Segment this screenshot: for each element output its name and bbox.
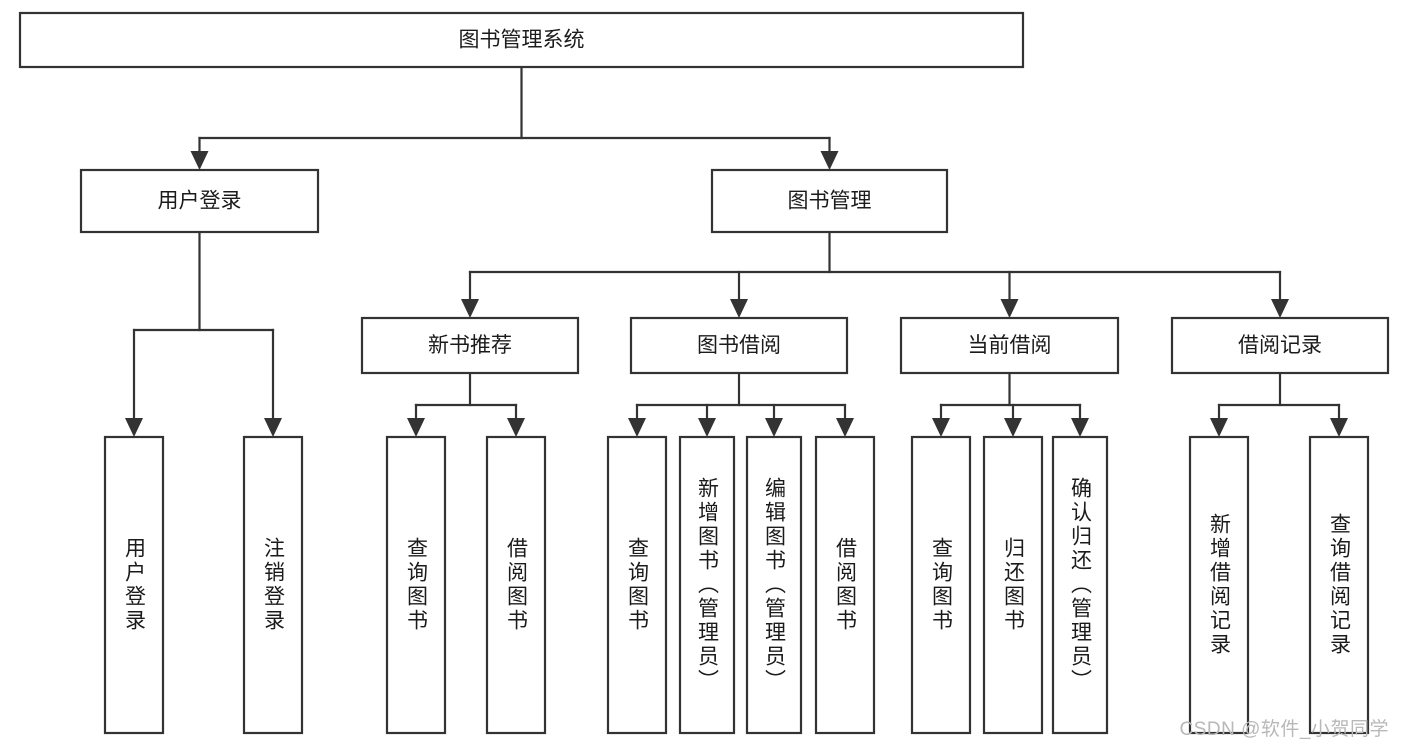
- node-book-manage[interactable]: 图书管理: [710, 168, 949, 234]
- node-leaf-query-book-3-box: [910, 435, 972, 735]
- node-leaf-query-book-1-label: 查询图书: [405, 537, 429, 633]
- node-leaf-user-logout-label: 注销登录: [262, 537, 286, 633]
- node-leaf-edit-book-box: [745, 435, 803, 735]
- node-book-borrow-box: [629, 316, 849, 375]
- node-user-login-label: 用户登录: [158, 190, 242, 213]
- arrow-l2-1-arrowhead: [820, 151, 839, 170]
- arrow-borrow-record-0-arrowhead: [1210, 418, 1228, 437]
- watermark-text: CSDN @软件_小贺同学: [1179, 719, 1389, 740]
- node-leaf-query-book-1-box: [385, 435, 447, 735]
- arrow-new-book-rec-1-arrowhead: [507, 418, 525, 437]
- connector-layer: [125, 65, 1348, 437]
- node-book-manage-label: 图书管理: [788, 190, 872, 213]
- arrow-user-login-1-arrowhead: [264, 418, 282, 437]
- node-new-book-rec-label: 新书推荐: [428, 334, 512, 357]
- node-user-login[interactable]: 用户登录: [79, 168, 320, 234]
- node-leaf-query-book-2-box: [606, 435, 668, 735]
- node-leaf-return-book-box: [982, 435, 1044, 735]
- node-root[interactable]: 图书管理系统: [18, 11, 1025, 69]
- node-leaf-confirm-return-label: 确认归还（管理员）: [1069, 477, 1093, 693]
- node-borrow-record-box: [1170, 316, 1390, 375]
- node-leaf-add-book[interactable]: 新增图书（管理员）: [678, 435, 736, 735]
- node-leaf-return-book-label: 归还图书: [1002, 537, 1026, 633]
- node-leaf-add-record-label: 新增借阅记录: [1208, 513, 1232, 657]
- node-leaf-borrow-book-1[interactable]: 借阅图书: [485, 435, 547, 735]
- node-leaf-borrow-book-2[interactable]: 借阅图书: [814, 435, 876, 735]
- node-book-borrow[interactable]: 图书借阅: [629, 316, 849, 375]
- node-root-box: [18, 11, 1025, 69]
- node-leaf-edit-book-label: 编辑图书（管理员）: [763, 477, 787, 693]
- node-leaf-query-book-3-label: 查询图书: [930, 537, 954, 633]
- node-leaf-add-record[interactable]: 新增借阅记录: [1188, 435, 1250, 735]
- arrow-borrow-record-1-arrowhead: [1330, 418, 1348, 437]
- node-leaf-query-book-2[interactable]: 查询图书: [606, 435, 668, 735]
- node-borrow-record[interactable]: 借阅记录: [1170, 316, 1390, 375]
- arrow-user-login-0-arrowhead: [125, 418, 143, 437]
- arrow-current-borrow-0-arrowhead: [932, 418, 950, 437]
- node-new-book-rec-box: [360, 316, 580, 375]
- node-leaf-user-login-label: 用户登录: [123, 537, 147, 633]
- node-leaf-borrow-book-1-box: [485, 435, 547, 735]
- node-current-borrow[interactable]: 当前借阅: [899, 316, 1120, 375]
- node-leaf-edit-book[interactable]: 编辑图书（管理员）: [745, 435, 803, 735]
- node-leaf-confirm-return[interactable]: 确认归还（管理员）: [1051, 435, 1109, 735]
- node-leaf-add-book-label: 新增图书（管理员）: [696, 477, 720, 693]
- node-leaf-user-login[interactable]: 用户登录: [103, 435, 165, 735]
- arrow-book-borrow-1-arrowhead: [698, 418, 716, 437]
- arrow-current-borrow-1-arrowhead: [1004, 418, 1022, 437]
- node-book-borrow-label: 图书借阅: [697, 334, 781, 357]
- node-leaf-query-record-label: 查询借阅记录: [1328, 513, 1352, 657]
- node-leaf-user-login-box: [103, 435, 165, 735]
- arrow-book-borrow-2-arrowhead: [765, 418, 783, 437]
- node-leaf-user-logout[interactable]: 注销登录: [242, 435, 304, 735]
- arrow-book-borrow-3-arrowhead: [836, 418, 854, 437]
- node-root-label: 图书管理系统: [459, 29, 585, 52]
- node-leaf-add-record-box: [1188, 435, 1250, 735]
- node-book-manage-box: [710, 168, 949, 234]
- node-user-login-box: [79, 168, 320, 234]
- arrow-l2-0-arrowhead: [190, 151, 209, 170]
- node-leaf-user-logout-box: [242, 435, 304, 735]
- node-leaf-query-record-box: [1308, 435, 1370, 735]
- node-leaf-borrow-book-1-label: 借阅图书: [505, 537, 529, 633]
- node-leaf-return-book[interactable]: 归还图书: [982, 435, 1044, 735]
- node-leaf-query-book-2-label: 查询图书: [626, 537, 650, 633]
- node-layer: 图书管理系统用户登录图书管理新书推荐图书借阅当前借阅借阅记录用户登录注销登录查询…: [18, 11, 1390, 735]
- node-leaf-query-record[interactable]: 查询借阅记录: [1308, 435, 1370, 735]
- node-leaf-borrow-book-2-box: [814, 435, 876, 735]
- arrow-book-borrow-0-arrowhead: [628, 418, 646, 437]
- node-current-borrow-box: [899, 316, 1120, 375]
- node-leaf-query-book-3[interactable]: 查询图书: [910, 435, 972, 735]
- arrow-new-book-rec-0-arrowhead: [407, 418, 425, 437]
- node-leaf-borrow-book-2-label: 借阅图书: [834, 537, 858, 633]
- node-borrow-record-label: 借阅记录: [1238, 334, 1322, 357]
- node-leaf-add-book-box: [678, 435, 736, 735]
- node-current-borrow-label: 当前借阅: [968, 334, 1052, 357]
- arrow-l3-0-arrowhead: [461, 299, 479, 318]
- node-leaf-confirm-return-box: [1051, 435, 1109, 735]
- arrow-l3-3-arrowhead: [1271, 299, 1289, 318]
- node-new-book-rec[interactable]: 新书推荐: [360, 316, 580, 375]
- node-leaf-query-book-1[interactable]: 查询图书: [385, 435, 447, 735]
- arrow-l3-2-arrowhead: [1000, 299, 1019, 318]
- arrow-l3-1-arrowhead: [730, 299, 748, 318]
- arrow-current-borrow-2-arrowhead: [1071, 418, 1089, 437]
